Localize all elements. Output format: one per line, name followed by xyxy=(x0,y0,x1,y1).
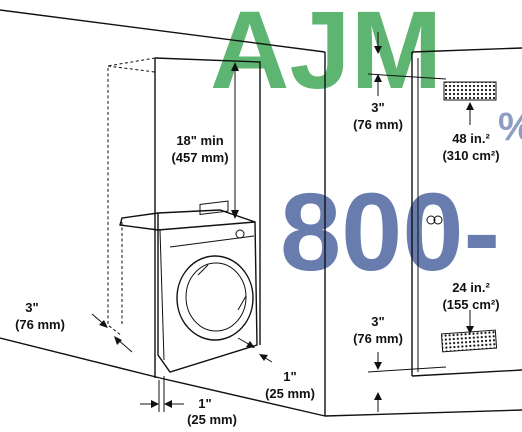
washer-door-glass xyxy=(185,262,247,332)
top-clearance-inch-label: 18" min xyxy=(176,133,223,148)
room-outline xyxy=(0,9,522,417)
door-top-gap-mm-label: (76 mm) xyxy=(353,117,403,132)
top-clearance-mm-label: (457 mm) xyxy=(171,150,228,165)
top-vent-area-label: 48 in.² xyxy=(452,131,490,146)
side-clearance-inch-label: 1" xyxy=(283,369,296,384)
closet-alcove xyxy=(107,57,261,378)
left-clearance-mm-label: (25 mm) xyxy=(187,412,237,427)
watermark-phone: 800- xyxy=(280,171,500,294)
rear-clearance-inch-label: 3" xyxy=(25,300,38,315)
door-top-gap-inch-label: 3" xyxy=(371,100,384,115)
bottom-vent-grill xyxy=(440,329,498,353)
top-vent-area-cm-label: (310 cm²) xyxy=(442,148,499,163)
closet-door xyxy=(411,47,522,377)
door-knob-icon-2 xyxy=(433,215,443,225)
washer-control-knob xyxy=(235,229,245,239)
rear-clearance-mm-label: (76 mm) xyxy=(15,317,65,332)
door-bottom-gap-mm-label: (76 mm) xyxy=(353,331,403,346)
door-bottom-gap-inch-label: 3" xyxy=(371,314,384,329)
left-clearance-inch-label: 1" xyxy=(198,396,211,411)
watermark: AJM % 800- xyxy=(210,0,522,294)
watermark-symbol: % xyxy=(498,105,522,149)
top-vent-grill xyxy=(443,81,497,101)
side-clearance-mm-label: (25 mm) xyxy=(265,386,315,401)
washer-control-display xyxy=(199,200,229,216)
dimension-lines xyxy=(91,32,474,412)
bottom-vent-area-cm-label: (155 cm²) xyxy=(442,297,499,312)
washer xyxy=(119,200,258,373)
dimension-labels: 18" min (457 mm) 3" (76 mm) 48 in.² (310… xyxy=(15,100,499,427)
door-knob-icon xyxy=(426,215,436,225)
watermark-logo: AJM xyxy=(210,0,442,112)
washer-door xyxy=(176,255,254,341)
bottom-vent-area-label: 24 in.² xyxy=(452,280,490,295)
